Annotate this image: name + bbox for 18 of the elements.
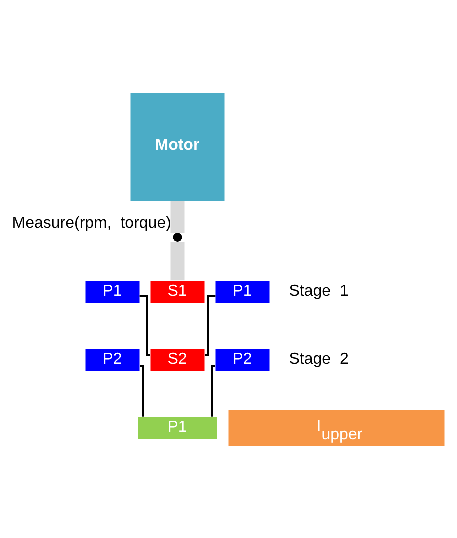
- node-box: P1: [138, 416, 218, 438]
- node-box: P2: [216, 348, 270, 370]
- connector: [140, 364, 144, 416]
- label: Stage 2: [289, 350, 349, 368]
- node-box: P1: [216, 280, 270, 302]
- node-box: S1: [150, 280, 205, 302]
- node-label: Measure(rpm, torque): [12, 214, 172, 232]
- node-box: Motor: [130, 92, 225, 200]
- label: Stage 1: [289, 282, 349, 300]
- node-box: S2: [150, 348, 205, 370]
- node-circle: [173, 232, 182, 242]
- connector: [170, 242, 185, 280]
- node-box: P1: [86, 280, 140, 302]
- connector: [140, 294, 150, 356]
- node-box: P2: [86, 348, 140, 370]
- connector: [205, 294, 216, 356]
- connector: [170, 200, 185, 232]
- connector: [211, 364, 216, 416]
